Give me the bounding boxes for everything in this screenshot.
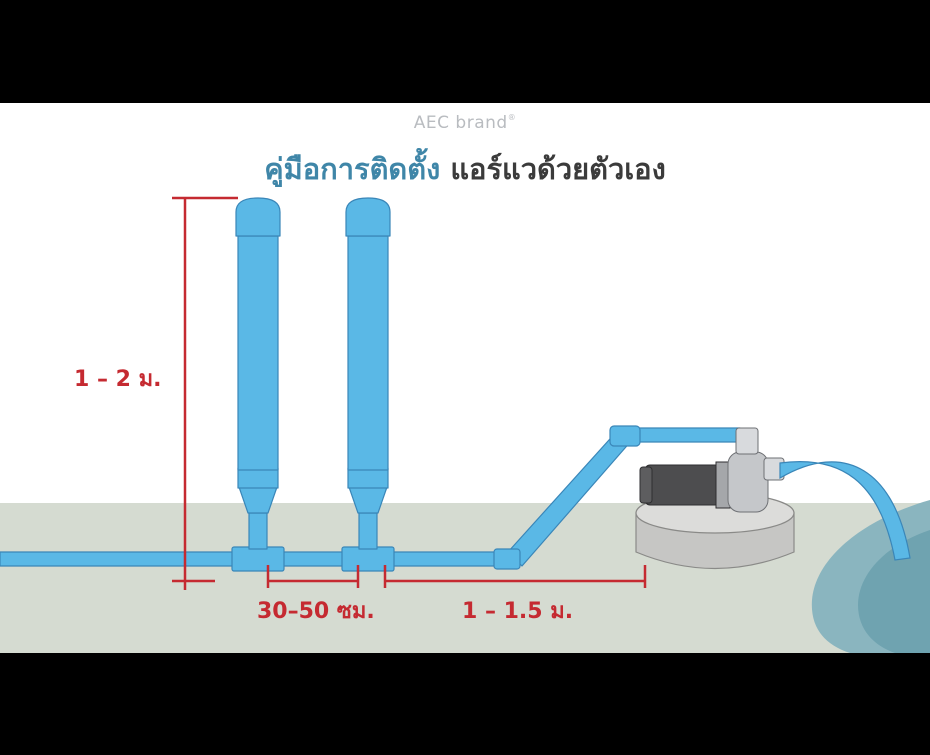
brand-logo: AEC brand® xyxy=(0,113,930,133)
air-chamber-1-socket xyxy=(237,467,279,489)
air-chamber-1-body xyxy=(237,235,279,471)
upper-elbow-fitting xyxy=(609,425,641,447)
pump-inlet-collar xyxy=(735,427,759,455)
air-chamber-2-neck xyxy=(358,512,378,550)
air-chamber-1-neck xyxy=(248,512,268,550)
outlet-hose xyxy=(779,461,911,561)
air-chamber-2-socket xyxy=(347,467,389,489)
brand-name: AEC brand xyxy=(413,113,508,133)
height-dimension-label: 1 – 2 ม. xyxy=(74,367,162,392)
pump-motor xyxy=(644,464,721,506)
pump-housing xyxy=(727,451,769,513)
spacing-dimension-label: 30–50 ซม. xyxy=(257,599,375,624)
page-title: คู่มือการติดตั้ง แอร์แวด้วยตัวเอง xyxy=(0,146,930,192)
lower-elbow-fitting xyxy=(493,548,521,570)
distance-dimension-label: 1 – 1.5 ม. xyxy=(462,599,574,624)
top-letterbox xyxy=(0,0,930,103)
registered-mark: ® xyxy=(507,113,517,122)
air-chamber-2-body xyxy=(347,235,389,471)
air-chamber-1-cap xyxy=(235,197,281,237)
title-part-1: คู่มือการติดตั้ง xyxy=(264,152,441,186)
water-pond-inner xyxy=(858,530,930,653)
bottom-letterbox xyxy=(0,653,930,755)
air-chamber-1-tee xyxy=(231,546,285,572)
pump-motor-cap xyxy=(639,466,653,504)
title-part-2: แอร์แวด้วยตัวเอง xyxy=(450,152,666,186)
sky-background xyxy=(0,103,930,503)
air-chamber-2-cap xyxy=(345,197,391,237)
